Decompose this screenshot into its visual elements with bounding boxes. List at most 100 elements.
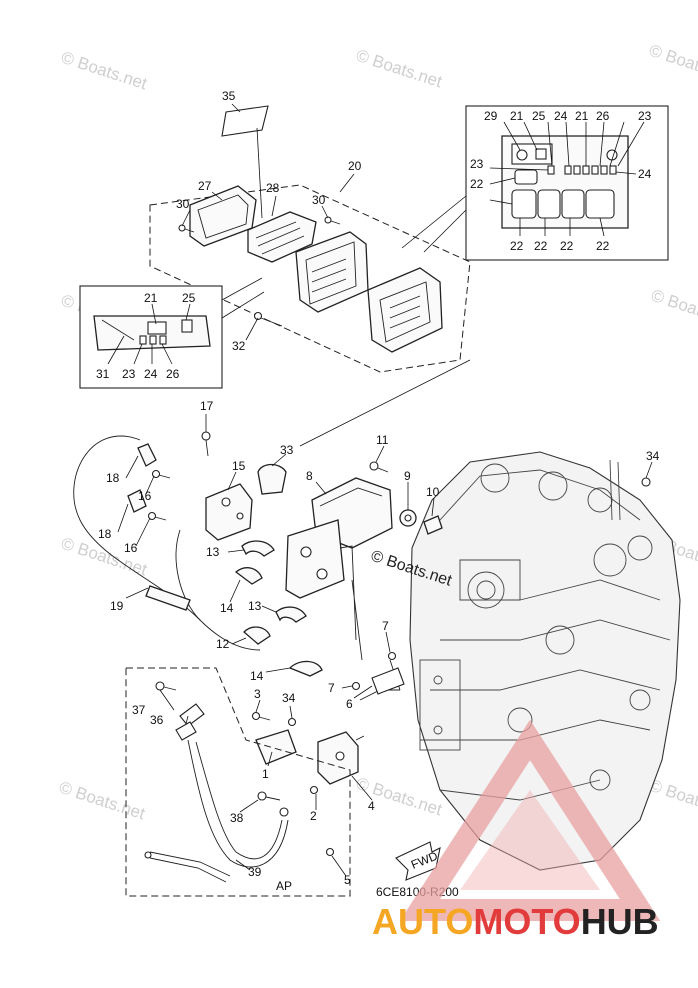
callout-30: 30 [176,197,190,211]
callout-3: 3 [254,687,261,701]
callout-27: 27 [198,179,212,193]
callout-7: 7 [328,681,335,695]
battery-cable [149,851,231,877]
callout-22: 22 [534,239,548,253]
clamp [241,540,275,557]
callout-32: 32 [232,339,246,353]
callout-25: 25 [182,291,196,305]
clamp [234,567,263,585]
callout-24: 24 [554,109,568,123]
callout-22: 22 [470,177,484,191]
group-outline [149,184,471,373]
brand-logo: AUTOMOTOHUB [372,719,661,942]
callout-26: 26 [166,367,180,381]
screw [253,311,263,321]
label-sticker [221,105,269,137]
ecu-assembly-group [149,105,471,373]
callout-6: 6 [346,697,353,711]
harness-connector-detail-box: 21 25 31 23 24 26 [79,277,265,389]
engine-block [409,451,681,871]
callout-37: 37 [132,703,146,717]
watermark: © Boats.net [649,286,698,332]
callout-33: 33 [280,443,294,457]
watermark: © Boats.net [59,48,150,94]
terminal [179,703,205,727]
clamp [288,660,323,677]
callout-21: 21 [144,291,158,305]
logo-part-moto: MOTO [473,901,580,942]
relay-module [247,211,317,263]
callouts: 35 20 27 28 30 30 32 17 33 11 8 15 9 10 … [98,89,660,887]
logo-triangle [399,719,661,921]
callout-9: 9 [404,469,411,483]
callout-21: 21 [510,109,524,123]
callout-13: 13 [206,545,220,559]
wire-sleeve [145,585,191,611]
callout-36: 36 [150,713,164,727]
pin [423,515,443,535]
callout-14: 14 [250,669,264,683]
starter-relay [205,483,253,541]
connector-detail-box: 29 21 25 24 21 26 23 23 24 22 22 22 22 2… [401,105,669,261]
logo-part-auto: AUTO [372,901,473,942]
callout-29: 29 [484,109,498,123]
callout-23: 23 [122,367,136,381]
callout-14: 14 [220,601,234,615]
leader-lines [117,103,653,877]
wire-harness [73,435,261,651]
callout-38: 38 [230,811,244,825]
callout-10: 10 [426,485,440,499]
callout-34: 34 [646,449,660,463]
callout-24: 24 [144,367,158,381]
callout-18: 18 [98,527,112,541]
screw [324,216,332,224]
callout-22: 22 [510,239,524,253]
watermark: © Boats.net [354,46,445,92]
callout-28: 28 [266,181,280,195]
screw [178,224,186,232]
ecu-unit-rear [367,267,443,353]
callout-11: 11 [376,433,389,447]
watermark: © Boats.net [647,776,698,822]
callout-31: 31 [96,367,110,381]
logo-part-hub: HUB [581,901,659,942]
callout-8: 8 [306,469,313,483]
callout-1: 1 [262,767,269,781]
callout-22: 22 [560,239,574,253]
callout-30: 30 [312,193,326,207]
callout-12: 12 [216,637,230,651]
battery-cable-group: AP [125,667,351,897]
terminal [175,721,197,741]
callout-18: 18 [106,471,120,485]
callout-13: 13 [248,599,262,613]
relay-bracket [255,729,297,765]
clamp [243,626,271,645]
watermark: © Boats.net [57,778,148,824]
callout-23: 23 [638,109,652,123]
ap-label: AP [276,879,292,893]
callout-22: 22 [596,239,610,253]
watermark: © Boats.net [647,41,698,87]
electrical-bracket [285,519,345,599]
clamp [275,606,307,623]
ap-group-outline [125,667,351,897]
electrical-parts: FWD [73,359,651,881]
callout-23: 23 [470,157,484,171]
callout-20: 20 [348,159,362,173]
callout-21: 21 [575,109,589,123]
callout-24: 24 [638,167,652,181]
battery-cable [187,739,289,868]
fwd-arrow [395,841,441,881]
callout-7: 7 [382,619,389,633]
bolts [147,431,651,857]
logo-text: AUTOMOTOHUB [372,901,659,942]
callout-26: 26 [596,109,610,123]
callout-5: 5 [344,873,351,887]
plate [371,667,405,695]
sensor [137,443,157,467]
callout-25: 25 [532,109,546,123]
grommet [257,463,287,495]
sensor [127,489,147,513]
callout-15: 15 [232,459,246,473]
callout-39: 39 [248,865,262,879]
